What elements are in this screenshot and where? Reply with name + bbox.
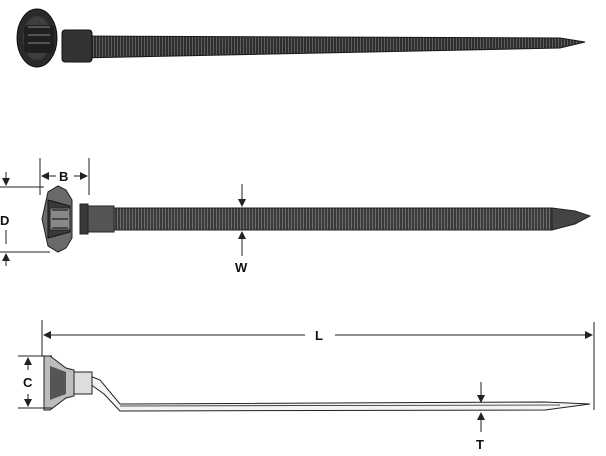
label-w: W <box>235 260 248 275</box>
label-t: T <box>476 437 484 452</box>
dimension-d: D <box>0 172 50 266</box>
dimension-w: W <box>235 184 248 275</box>
dimension-c: C <box>18 355 52 409</box>
label-d: D <box>0 213 9 228</box>
dimension-l: L <box>41 320 595 410</box>
tie-side-view <box>43 355 591 412</box>
dimension-t: T <box>476 382 485 452</box>
tie-perspective-view <box>16 8 586 68</box>
label-l: L <box>315 328 323 343</box>
tie-plan-view <box>41 185 592 253</box>
label-c: C <box>23 375 33 390</box>
dimension-b: B <box>39 158 90 195</box>
label-b: B <box>59 169 68 184</box>
